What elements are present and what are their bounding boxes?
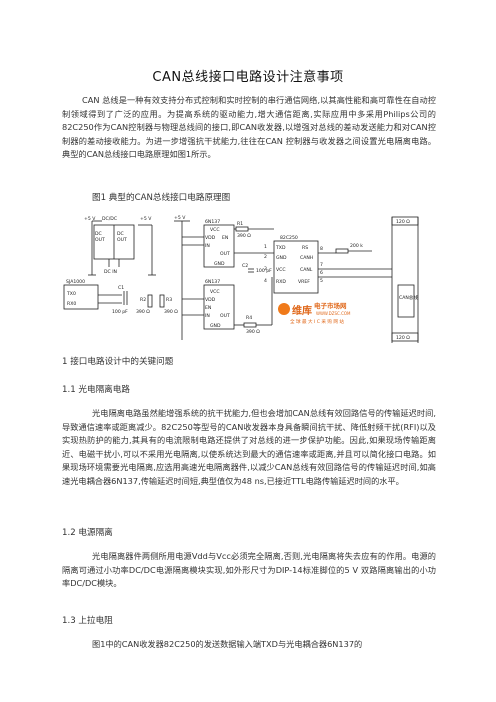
optocoupler-lower	[203, 284, 235, 330]
fig-label-n4: 4	[264, 278, 267, 284]
fig-label-u3-vdd: VDD	[205, 297, 216, 303]
fig-label-u1: 6N137	[205, 219, 220, 225]
fig-label-n2: 2	[264, 254, 267, 260]
fig-label-txd: TXD	[275, 245, 286, 251]
fig-label-dc-out-l: DC	[95, 231, 102, 237]
watermark-name: 电子市场网	[314, 301, 347, 310]
fig-label-r2v: 390 Ω	[136, 309, 150, 315]
fig-label-n5: 5	[320, 278, 323, 284]
fig-label-u3-out: OUT	[220, 313, 230, 319]
fig-label-canl: CANL	[300, 267, 313, 273]
section-1-2-paragraph: 光电隔离器件两侧所用电源Vdd与Vcc必须完全隔离,否则,光电隔离将失去应有的作…	[62, 551, 436, 589]
fig-label-p5v-b: +5 V	[140, 216, 152, 222]
section-1-heading: 1 接口电路设计中的关键问题	[62, 357, 174, 367]
fig-label-gnd2: GND	[276, 255, 287, 261]
fig-label-r200: 200 k	[350, 243, 363, 249]
document-title: CAN总线接口电路设计注意事项	[152, 70, 344, 85]
section-1-3-paragraph: 图1中的CAN收发器82C250的发送数据输入端TXD与光电耦合器6N137的	[92, 639, 363, 649]
fig-label-c2: C2	[242, 263, 248, 269]
fig-label-u1-out: OUT	[220, 251, 230, 257]
fig-label-tx0: TX0	[66, 291, 76, 297]
fig-label-u1-vdd: VDD	[205, 235, 216, 241]
fig-label-canbus: CAN总线	[399, 294, 418, 301]
fig-label-canh: CANH	[300, 255, 313, 261]
fig-label-n8: 8	[320, 246, 323, 252]
section-1-1-paragraph: 光电隔离电路虽然能增强系统的抗干扰能力,但也会增加CAN总线有效回路信号的传输延…	[62, 408, 436, 486]
watermark-logo: 维库 电子市场网 WWW.DZSC.COM 全球最大IC采购网站	[278, 301, 351, 325]
fig-label-p5v-a: +5 V	[84, 216, 96, 222]
fig-label-n7: 7	[320, 262, 323, 268]
fig-label-r4v: 390 Ω	[246, 329, 260, 335]
fig-label-p5v-c: +5 V	[174, 215, 186, 221]
fig-label-rxd: RXD	[276, 279, 286, 285]
fig-label-r3: R3	[166, 297, 172, 303]
fig-label-dc-out-r: DC	[117, 231, 124, 237]
transceiver-82c250	[273, 240, 319, 294]
figure-caption: 图1 典型的CAN总线接口电路原理图	[92, 193, 231, 203]
section-1-3-heading: 1.3 上拉电阻	[62, 616, 113, 626]
section-1-2-heading: 1.2 电源隔离	[62, 528, 113, 538]
controller-sja1000	[63, 284, 99, 310]
fig-label-u3-vcc: VCC	[210, 289, 220, 295]
fig-label-sja: SJA1000	[66, 279, 85, 285]
fig-label-u2: 82C250	[280, 235, 298, 241]
fig-label-c2v: 100 pF	[256, 268, 272, 274]
section-1-1-heading: 1.1 光电隔离电路	[62, 385, 130, 395]
fig-label-u3: 6N137	[205, 279, 220, 285]
fig-label-r120b: 120 Ω	[396, 335, 410, 341]
fig-label-n3: 3	[264, 266, 267, 272]
fig-label-out-l: OUT	[95, 237, 105, 243]
fig-label-u1-en: EN	[222, 235, 228, 241]
fig-label-rx0: RX0	[67, 301, 76, 307]
fig-label-n6: 6	[320, 270, 323, 276]
fig-label-n1: 1	[264, 244, 267, 250]
fig-label-r1v: 390 Ω	[237, 233, 251, 239]
fig-label-c1v: 100 pF	[112, 309, 128, 315]
watermark-url: WWW.DZSC.COM	[316, 311, 351, 316]
fig-label-vref: VREF	[298, 279, 310, 285]
fig-label-u3-in: IN	[205, 313, 210, 319]
fig-label-u3-gnd: GND	[210, 323, 221, 329]
optocoupler-upper	[203, 224, 235, 268]
fig-label-u3-en: EN	[205, 305, 211, 311]
fig-label-rs: RS	[302, 245, 308, 251]
watermark-slogan: 全球最大IC采购网站	[290, 318, 345, 325]
fig-label-dc-in: DC IN	[104, 269, 117, 275]
fig-label-dcdc: DC/DC	[102, 216, 117, 222]
fig-label-c1: C1	[118, 285, 124, 291]
fig-label-u1-gnd: GND	[214, 261, 225, 267]
fig-label-out-r: OUT	[117, 237, 127, 243]
fig-label-r4: R4	[246, 315, 252, 321]
fig-label-r1: R1	[237, 221, 243, 227]
fig-label-vcc2: VCC	[276, 267, 286, 273]
fig-label-r3v: 390 Ω	[164, 309, 178, 315]
fig-label-u1-vcc: VCC	[210, 227, 220, 233]
watermark-brand: 维库	[292, 304, 312, 317]
fig-label-r120a: 120 Ω	[396, 219, 410, 225]
fig-label-r2: R2	[140, 297, 146, 303]
intro-paragraph: CAN 总线是一种有效支持分布式控制和实时控制的串行通信网络,以其高性能和高可靠…	[62, 95, 436, 160]
fig-label-u1-in: IN	[205, 243, 210, 249]
circuit-schematic: +5 V DC/DC +5 V DC OUT DC OUT DC IN +5 V…	[63, 215, 419, 343]
